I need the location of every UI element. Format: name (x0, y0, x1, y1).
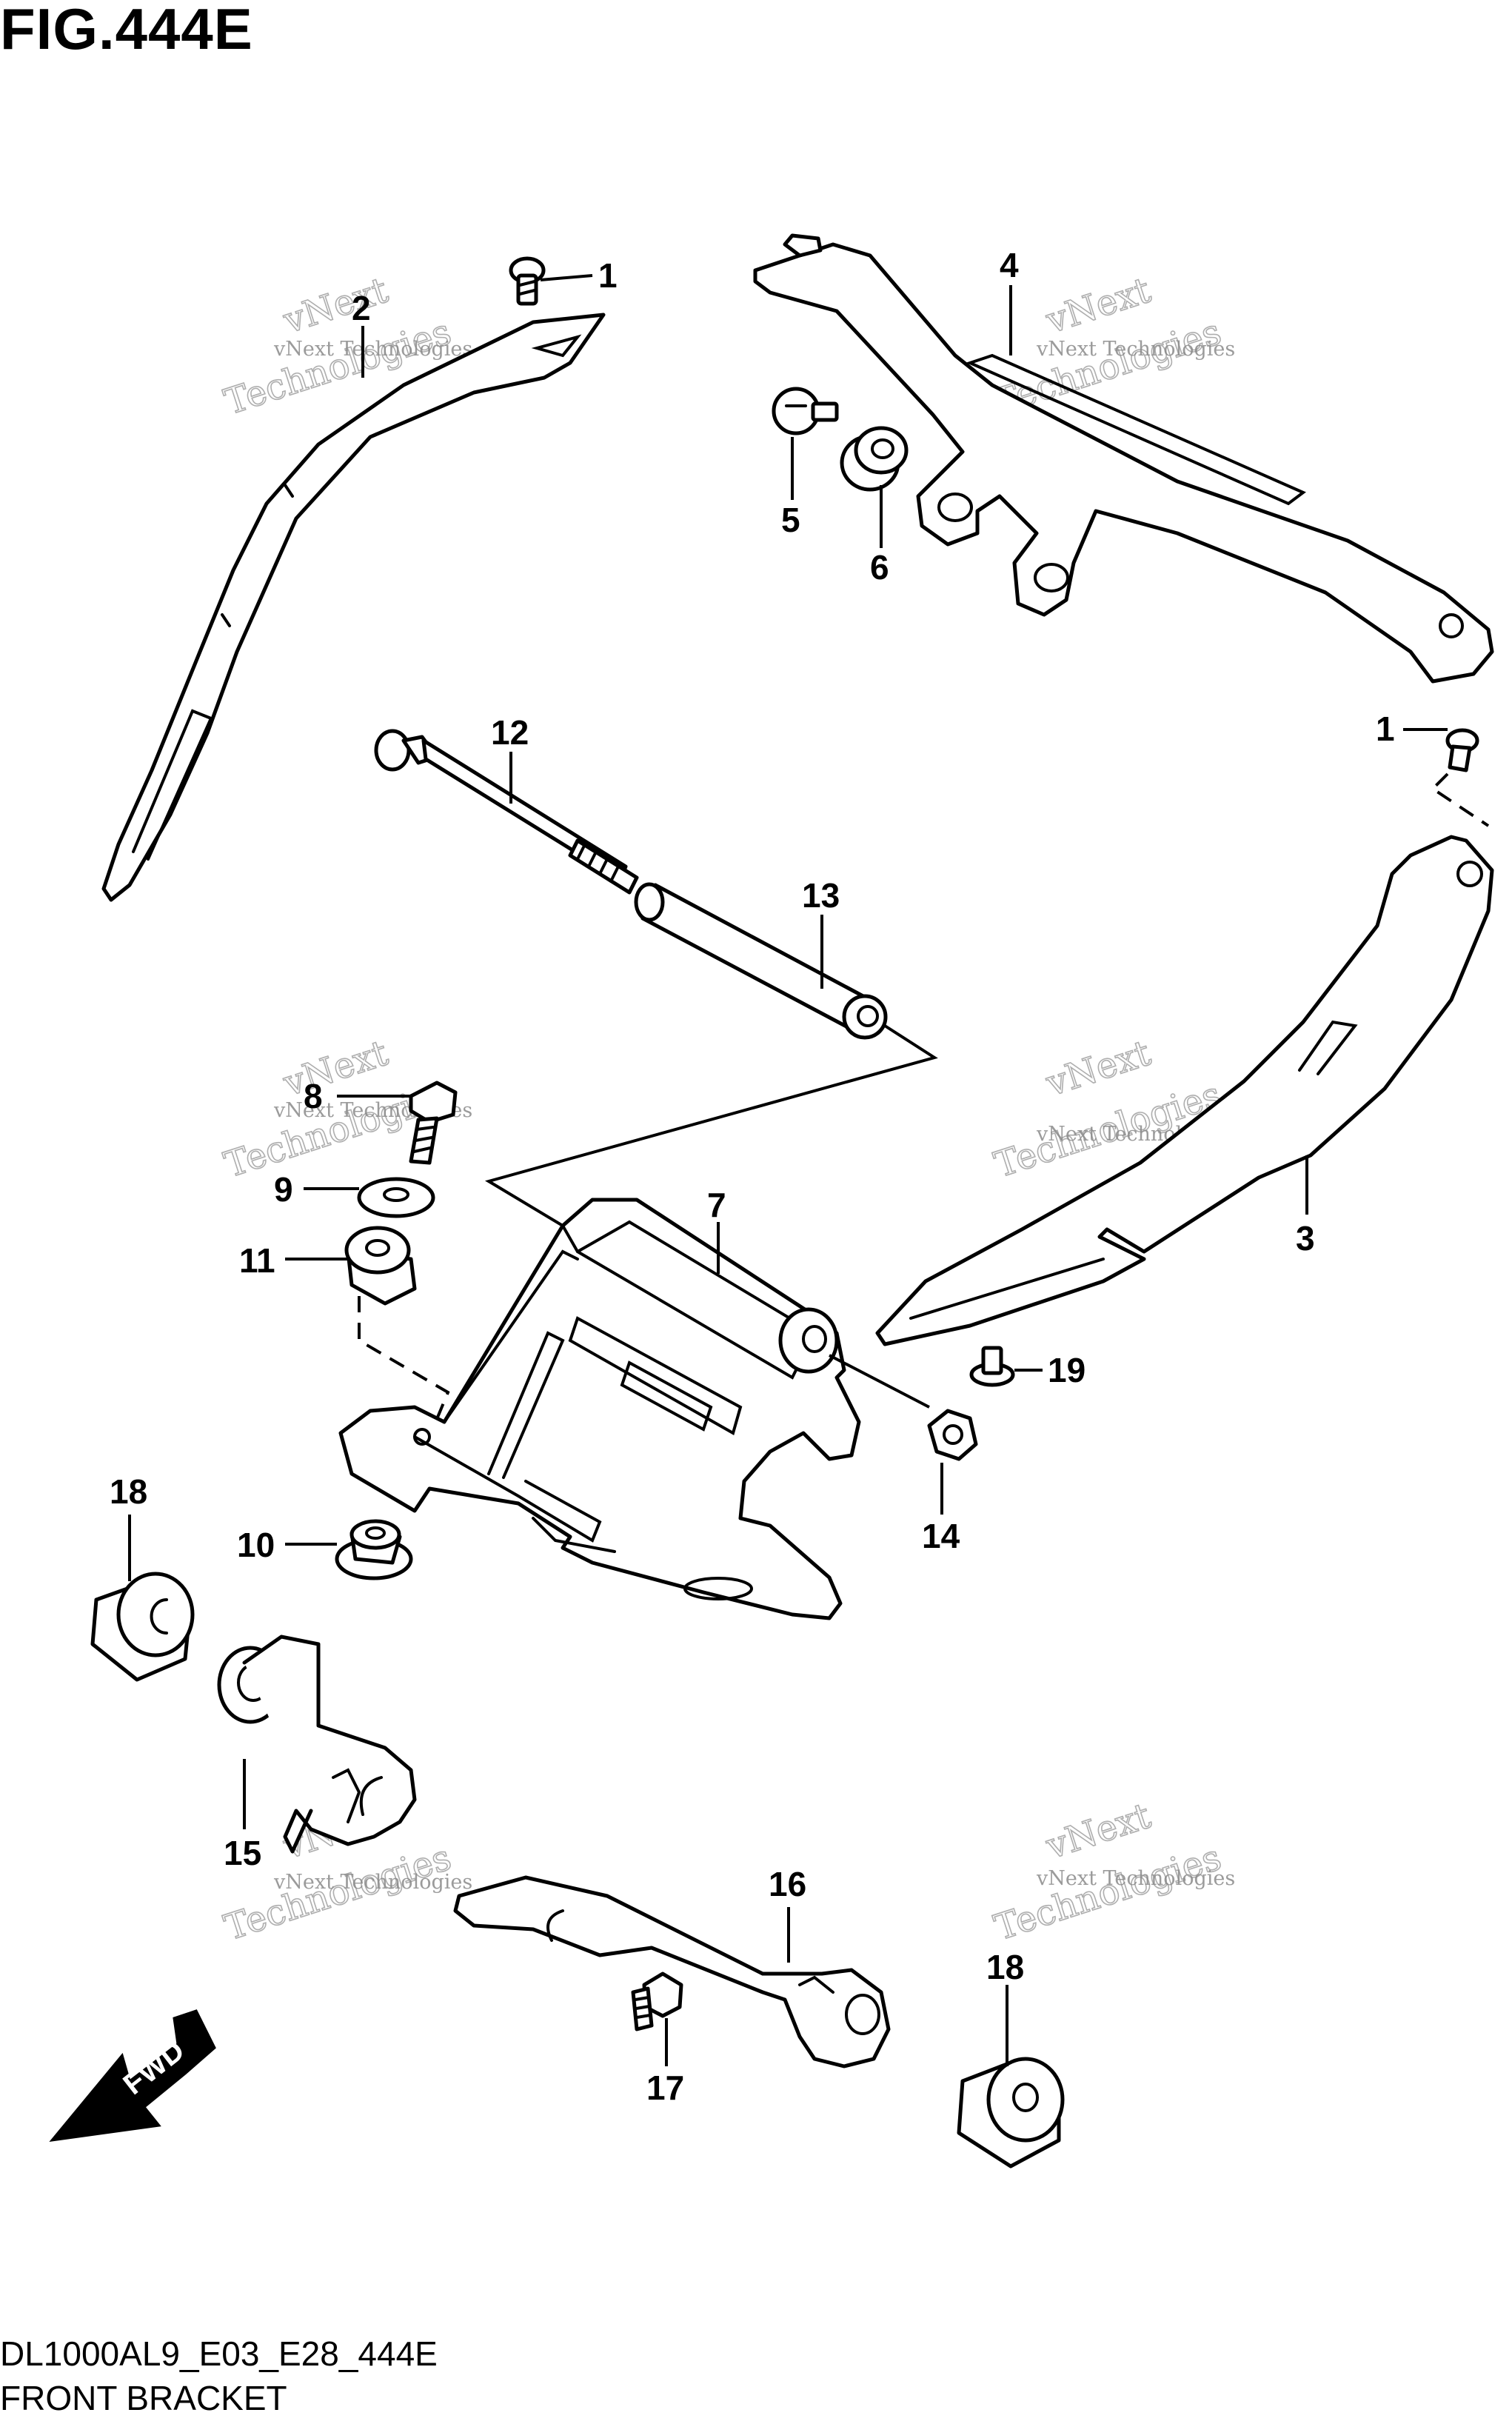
part-2-left-cover (101, 313, 606, 902)
callout-18-right: 18 (986, 1948, 1024, 1986)
callout-1-top: 1 (598, 256, 618, 295)
callout-13: 13 (802, 876, 840, 915)
svg-text:Technologies: Technologies (989, 1837, 1225, 1949)
watermark-top-right: vNext Technologies vNext Technologies (989, 269, 1236, 424)
callout-18-left: 18 (110, 1472, 147, 1511)
part-17-bolt (631, 1971, 683, 2031)
part-16-stay (453, 1875, 891, 2069)
part-8-bolt (409, 1081, 458, 1165)
part-7-main-bracket (338, 1198, 861, 1620)
svg-text:vNext: vNext (278, 270, 392, 342)
assembly-line-part-11 (358, 1296, 450, 1438)
leader-lines (128, 274, 1448, 2066)
assembly-line-part-14 (829, 1354, 930, 1409)
callout-9: 9 (274, 1170, 293, 1209)
callout-5: 5 (781, 501, 800, 539)
figure-code: DL1000AL9_E03_E28_444E (0, 2334, 438, 2373)
figure-name: FRONT BRACKET (0, 2379, 287, 2417)
svg-text:vNext: vNext (278, 1032, 392, 1105)
figure-title: FIG.444E (0, 0, 253, 61)
part-18-left-damper (90, 1572, 195, 1682)
callout-19: 19 (1048, 1351, 1086, 1389)
part-13-collar (634, 882, 888, 1040)
part-1-lower-screw (1445, 728, 1479, 772)
part-4-upper-bracket (753, 233, 1494, 684)
forward-arrow-icon: FWD (49, 2009, 216, 2143)
callout-16: 16 (769, 1865, 806, 1903)
svg-text:vNext Technologies: vNext Technologies (1036, 338, 1235, 361)
watermark-bottom-right: vNext Technologies vNext Technologies (989, 1794, 1236, 1949)
callout-1-right: 1 (1376, 709, 1395, 748)
callout-3: 3 (1296, 1219, 1315, 1258)
svg-text:vNext: vNext (1040, 270, 1155, 342)
part-19-bolt (969, 1346, 1015, 1387)
svg-text:vNext: vNext (1040, 1032, 1155, 1105)
callout-2: 2 (352, 289, 371, 327)
part-6-spacer (840, 426, 909, 492)
part-12-long-bolt (374, 729, 639, 895)
callout-15: 15 (224, 1834, 261, 1872)
callout-10: 10 (237, 1526, 275, 1564)
svg-text:vNext Technologies: vNext Technologies (273, 338, 472, 361)
part-1-upper-screw (509, 256, 546, 306)
part-9-washer (357, 1177, 435, 1218)
part-3-right-cover (875, 835, 1494, 1346)
svg-text:vNext: vNext (1040, 1795, 1155, 1868)
part-11-grommet (344, 1226, 417, 1306)
callout-8: 8 (304, 1077, 323, 1115)
assembly-line-part-13 (484, 1024, 938, 1227)
callout-17: 17 (646, 2069, 684, 2107)
callout-11: 11 (239, 1241, 275, 1280)
assembly-line-part-1 (1430, 772, 1490, 827)
part-18-right-damper (957, 2057, 1065, 2168)
part-15-stay (217, 1635, 417, 1854)
callout-4: 4 (1000, 246, 1019, 284)
part-14-nut (927, 1409, 978, 1461)
svg-text:vNext Technologies: vNext Technologies (273, 1871, 472, 1894)
callout-6: 6 (870, 548, 889, 587)
svg-text:vNext Technologies: vNext Technologies (1036, 1867, 1235, 1890)
callout-7: 7 (707, 1186, 726, 1224)
part-10-collar (335, 1519, 413, 1580)
part-5-bolt (772, 387, 839, 435)
callout-12: 12 (491, 713, 529, 752)
callout-14: 14 (922, 1517, 960, 1555)
